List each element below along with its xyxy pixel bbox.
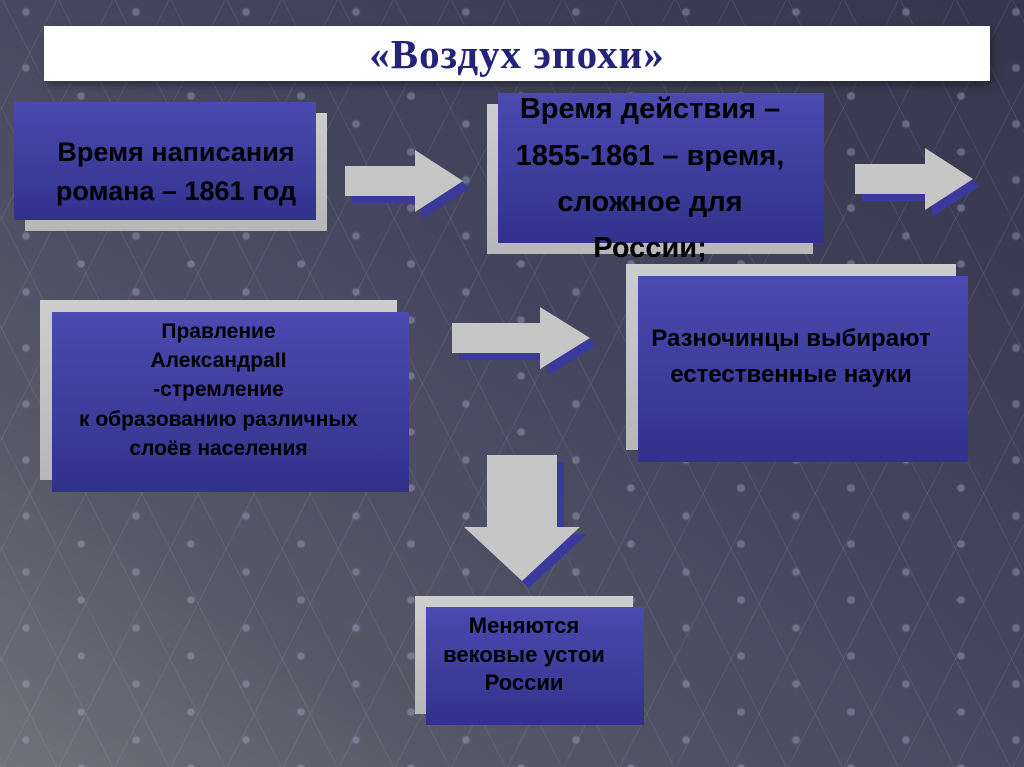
box-line: романа – 1861 год — [55, 176, 297, 206]
box-line: Разночинцы выбирают — [651, 325, 931, 352]
box-line: естественные науки — [670, 361, 912, 388]
box-line: Время написания — [57, 136, 295, 167]
box-raznochintsy: Разночинцы выбирают естественные науки — [626, 264, 956, 450]
box-foundations: Меняются вековые устои России — [415, 596, 633, 714]
box-line: Меняются — [468, 613, 580, 639]
arrow-right-icon — [855, 148, 980, 217]
box-line: вековые устои — [443, 641, 605, 667]
box-writing-time: Время написания романа – 1861 год — [25, 113, 327, 231]
arrow-down-icon — [464, 455, 587, 588]
arrow-right-icon — [345, 150, 470, 219]
box-line: к образованию различных — [79, 407, 358, 431]
box-reign: Правление АлександраII -стремление к обр… — [40, 300, 397, 480]
box-line: АлександраII — [150, 348, 287, 372]
box-line: 1855-1861 – время, — [515, 139, 785, 172]
box-line: -стремление — [153, 378, 284, 402]
box-line: России — [484, 670, 564, 696]
arrow-right-icon — [452, 307, 597, 376]
box-line: Правление — [161, 319, 276, 343]
box-action-time: Время действия – 1855-1861 – время, слож… — [487, 93, 813, 264]
title-banner: «Воздух эпохи» — [44, 26, 990, 81]
box-line: слоёв населения — [129, 437, 308, 461]
slide-title: «Воздух эпохи» — [369, 30, 665, 77]
box-line: сложное для России; — [557, 186, 743, 265]
box-line: Время действия – — [519, 93, 781, 126]
